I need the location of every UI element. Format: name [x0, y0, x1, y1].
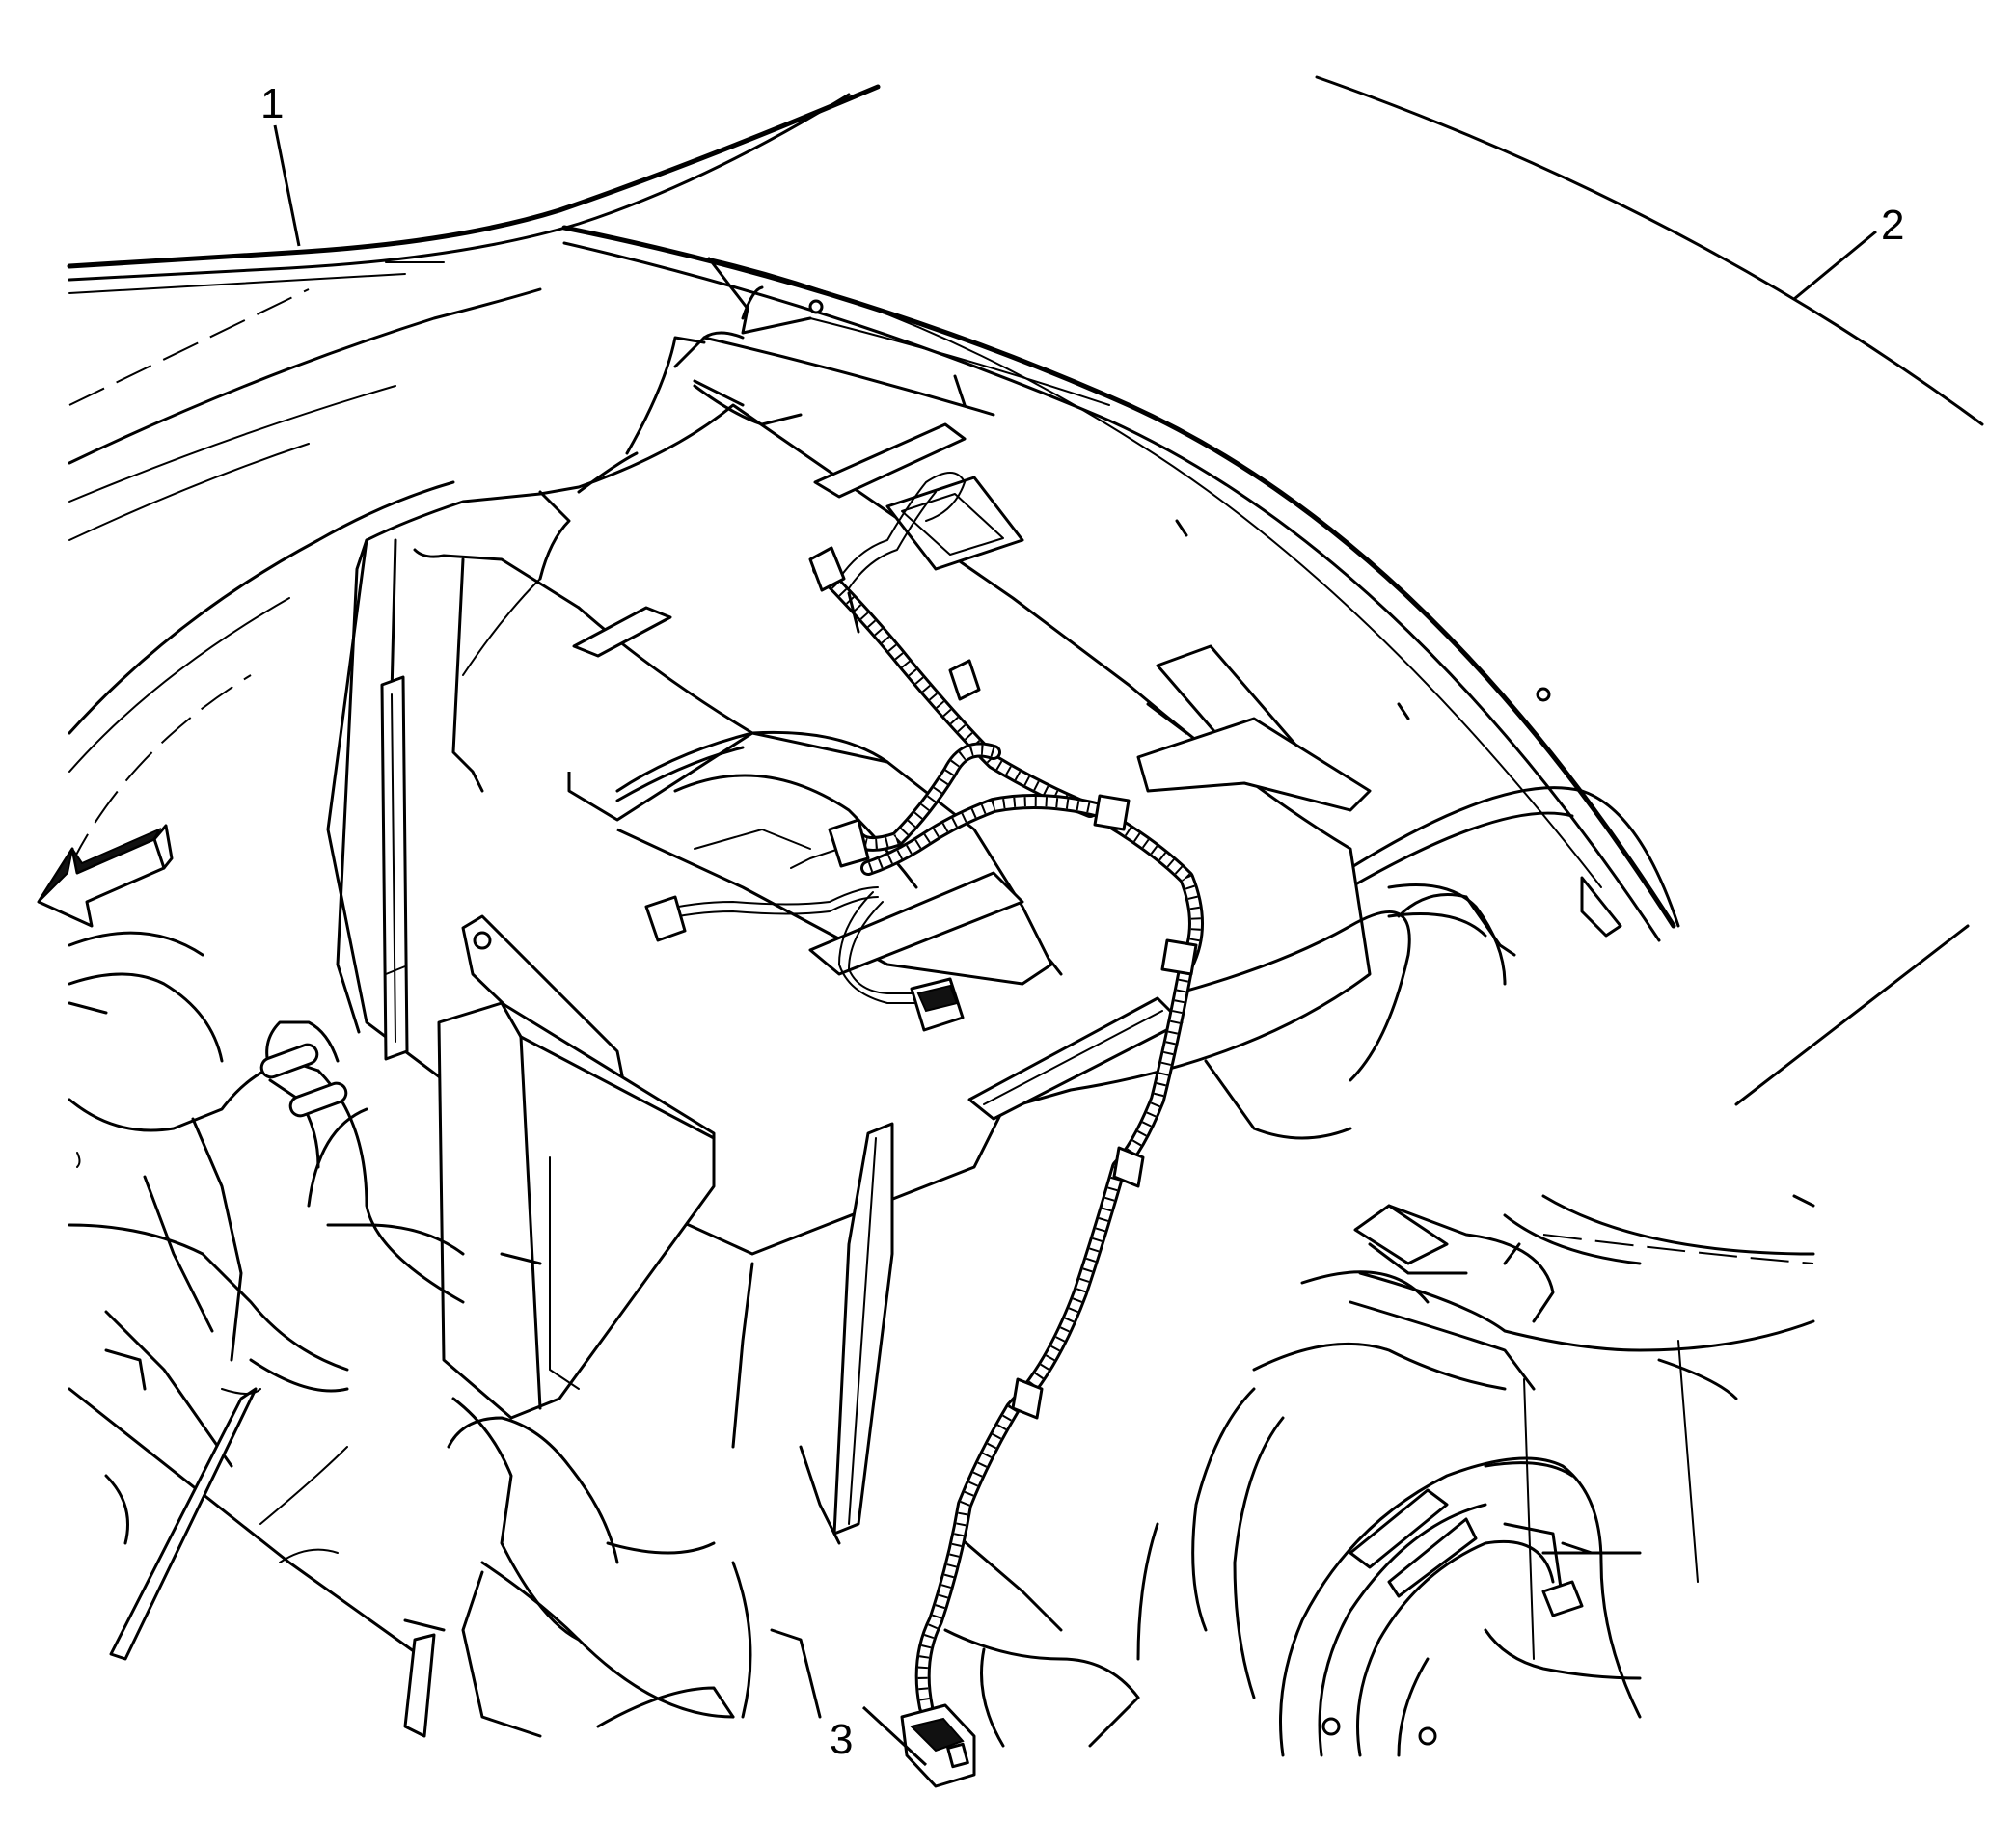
callout-3-label: 3 — [830, 1716, 853, 1763]
side-module — [437, 914, 716, 1420]
right-wheelhouse — [1279, 1204, 1642, 1757]
callout-1: 1 — [260, 80, 301, 247]
left-wheelhouse — [68, 931, 436, 1738]
trunk-floor — [68, 1020, 1140, 1748]
shelf-vents — [572, 422, 1372, 1121]
seat-back-slot-left — [380, 675, 409, 1061]
roof-panel — [67, 84, 881, 294]
callout-1-label: 1 — [260, 80, 284, 127]
callout-2-label: 2 — [1881, 202, 1904, 249]
callout-2: 2 — [1793, 202, 1904, 301]
forward-arrow-icon — [37, 824, 174, 928]
left-quarter-trim — [68, 287, 542, 1661]
shelf-clips — [741, 285, 1622, 957]
right-seat-recess — [1175, 883, 1507, 1140]
callout-3: 3 — [830, 1705, 928, 1767]
rear-window-glass — [1315, 75, 1984, 1106]
harness-clips — [644, 546, 1198, 1420]
right-quarter-panel — [1136, 1194, 1815, 1699]
rear-package-shelf — [561, 225, 1680, 995]
wiring-harness — [655, 472, 1204, 1715]
harness-connectors — [900, 977, 976, 1788]
seat-back-pillar-right — [731, 1122, 894, 1545]
